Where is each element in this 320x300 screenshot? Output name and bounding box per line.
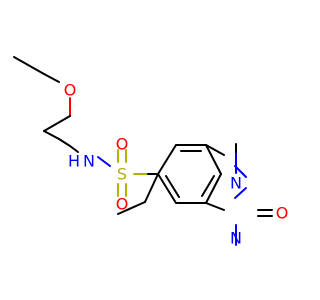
bond-ring-double-2 — [201, 175, 215, 197]
sulfonyl-oxygen-bottom-label: O — [116, 195, 129, 214]
ring-nitrogen-top-label: N — [230, 174, 242, 193]
bond-ethyl-c5-c6 — [58, 138, 71, 147]
bond-imid-1 — [205, 144, 225, 156]
bond-n-s-left — [97, 156, 111, 167]
molecule-structure: O N H S O O N N O — [13, 56, 289, 248]
bond-ring-methyl-2 — [117, 201, 146, 215]
bond-imid-3 — [234, 187, 247, 199]
ether-oxygen-label: O — [64, 81, 77, 100]
bond-imid-4 — [205, 202, 225, 211]
bond-ring-1 — [157, 144, 177, 175]
bond-ring-6 — [157, 173, 177, 204]
bond-ring-3 — [205, 144, 222, 175]
sulfur-label: S — [117, 165, 127, 184]
carbonyl-oxygen-label: O — [276, 204, 289, 223]
bond-ethyl-c4-c5 — [43, 130, 60, 140]
amide-hydrogen-label: H — [68, 152, 80, 171]
bond-ring-methyl — [144, 173, 159, 203]
bonds — [13, 56, 273, 246]
atom-labels: O N H S O O N N O — [64, 81, 289, 248]
bond-ethyl-c1 — [13, 56, 45, 75]
bond-ethyl-c3-c4 — [43, 115, 71, 132]
bond-ring-double-3 — [165, 175, 180, 198]
ring-nitrogen-bottom-label: N — [230, 229, 242, 248]
sulfonyl-oxygen-top-label: O — [116, 135, 129, 154]
amide-nitrogen-label: N — [83, 152, 95, 171]
bond-c-n — [69, 145, 79, 153]
bond-ethyl-c2-o — [43, 73, 60, 83]
bond-ring-4 — [205, 173, 222, 204]
